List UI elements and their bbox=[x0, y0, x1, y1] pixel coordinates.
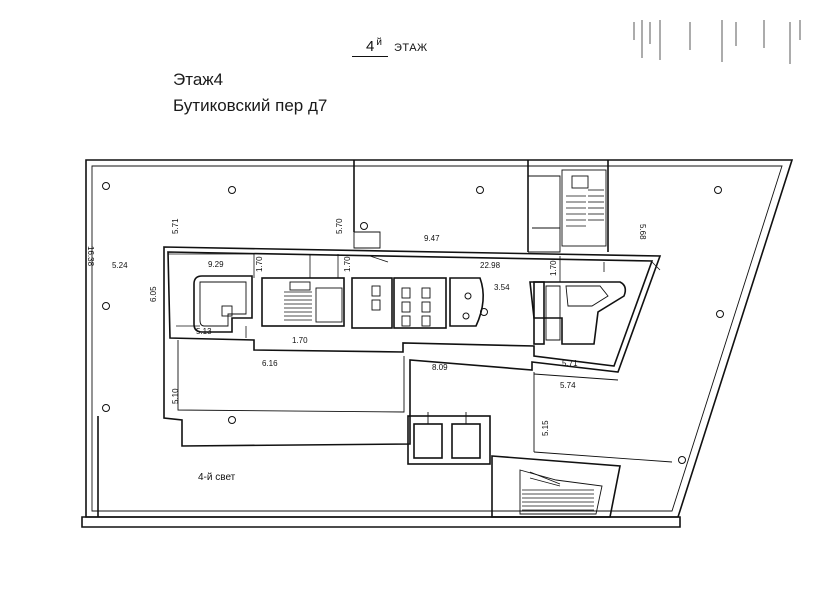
stair-top-right bbox=[561, 169, 607, 247]
central-core bbox=[163, 246, 662, 447]
dim-1-70-d: 1.70 bbox=[292, 336, 308, 345]
dim-1-70-c: 1.70 bbox=[549, 260, 558, 276]
dim-3-54: 3.54 bbox=[494, 283, 510, 292]
dim-22-98: 22.98 bbox=[480, 261, 501, 270]
dim-5-71-top: 5.71 bbox=[171, 218, 180, 234]
dim-6-16: 6.16 bbox=[262, 359, 278, 368]
dim-5-68: 5.68 bbox=[638, 224, 647, 240]
dimension-lines bbox=[168, 253, 661, 338]
lift-block bbox=[407, 412, 491, 465]
dim-5-71-bottom: 5.71 bbox=[562, 359, 578, 368]
floor-label: ЭТАЖ bbox=[393, 42, 428, 54]
dim-1-70-a: 1.70 bbox=[255, 256, 264, 272]
stair-bottom-right bbox=[491, 455, 621, 518]
dim-5-15: 5.15 bbox=[541, 420, 550, 436]
dim-5-13: 5.13 bbox=[196, 327, 212, 336]
dim-9-47: 9.47 bbox=[424, 234, 440, 243]
dim-5-10: 5.10 bbox=[171, 388, 180, 404]
dim-8-09: 8.09 bbox=[432, 363, 448, 372]
columns bbox=[102, 182, 724, 464]
dim-1-70-b: 1.70 bbox=[343, 256, 352, 272]
right-shaft bbox=[529, 281, 627, 345]
partitions bbox=[533, 372, 673, 463]
plan-address: Бутиковский пер д7 bbox=[173, 96, 328, 115]
dim-6-05: 6.05 bbox=[149, 286, 158, 302]
dim-5-24: 5.24 bbox=[112, 261, 128, 270]
core-rooms bbox=[193, 275, 484, 333]
dim-9-29: 9.29 bbox=[208, 260, 224, 269]
dim-16-38: 16.38 bbox=[86, 246, 95, 267]
plan-title: Этаж4 bbox=[173, 70, 224, 89]
scan-marks bbox=[633, 20, 801, 64]
room-label-4th-light: 4-й свет bbox=[198, 472, 236, 483]
dim-5-74: 5.74 bbox=[560, 381, 576, 390]
dim-5-70: 5.70 bbox=[335, 218, 344, 234]
outer-walls bbox=[81, 159, 794, 528]
